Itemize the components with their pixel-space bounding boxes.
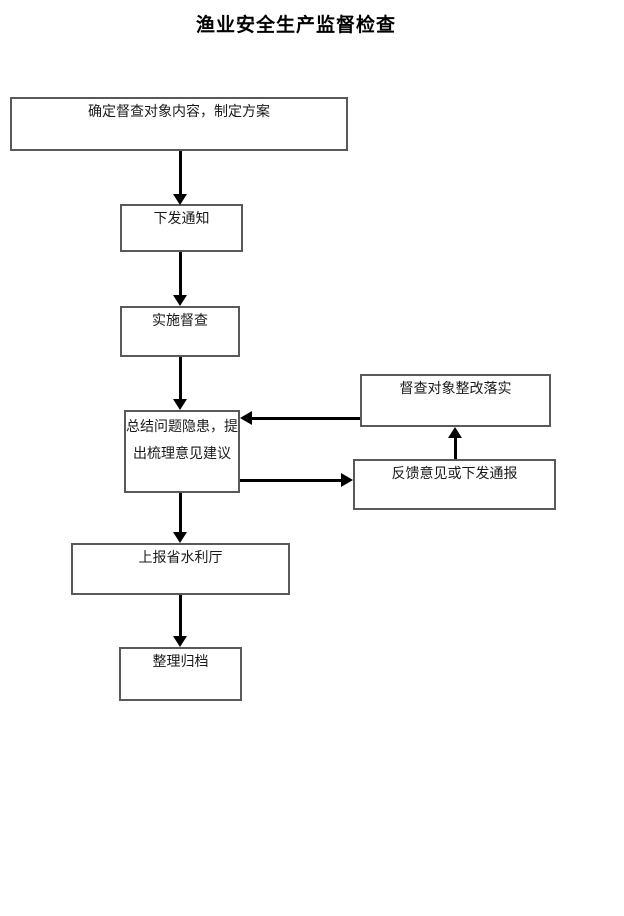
arrow-line (179, 252, 182, 295)
arrowhead-right-icon (341, 473, 353, 487)
flow-node-report-label: 上报省水利厅 (138, 551, 223, 566)
flow-node-implement: 实施督查 (120, 306, 240, 357)
arrow-line (454, 438, 457, 459)
flow-node-issue-notice-label: 下发通知 (153, 212, 210, 227)
flow-node-archive: 整理归档 (119, 647, 242, 701)
arrow-line (179, 493, 182, 532)
arrowhead-up-icon (448, 427, 462, 438)
arrowhead-down-icon (173, 295, 187, 306)
flow-node-archive-label: 整理归档 (152, 655, 209, 670)
arrow-line (179, 357, 182, 399)
flow-node-rectify-label: 督查对象整改落实 (399, 382, 512, 397)
arrow-line (179, 151, 182, 194)
arrowhead-down-icon (173, 532, 187, 543)
flow-node-issue-notice: 下发通知 (120, 204, 243, 252)
flow-node-summarize-label-line2: 出梳理意见建议 (133, 447, 231, 462)
arrowhead-left-icon (240, 411, 252, 425)
flow-node-summarize-label-line1: 总结问题隐患，提 (126, 420, 238, 435)
flow-node-feedback: 反馈意见或下发通报 (353, 459, 556, 510)
flow-node-report: 上报省水利厅 (71, 543, 290, 595)
flow-node-rectify: 督查对象整改落实 (360, 374, 551, 427)
flow-node-define-plan-label: 确定督查对象内容，制定方案 (88, 105, 270, 120)
arrow-line (240, 479, 341, 482)
arrowhead-down-icon (173, 399, 187, 410)
flow-node-feedback-label: 反馈意见或下发通报 (391, 467, 518, 482)
flow-node-implement-label: 实施督查 (152, 314, 208, 329)
arrowhead-down-icon (173, 194, 187, 205)
flow-node-define-plan: 确定督查对象内容，制定方案 (10, 97, 348, 151)
arrow-line (179, 595, 182, 636)
arrow-line (252, 417, 360, 420)
arrowhead-down-icon (173, 636, 187, 647)
page-title: 渔业安全生产监督检查 (195, 15, 396, 36)
flow-node-summarize: 总结问题隐患，提 出梳理意见建议 (124, 410, 240, 493)
